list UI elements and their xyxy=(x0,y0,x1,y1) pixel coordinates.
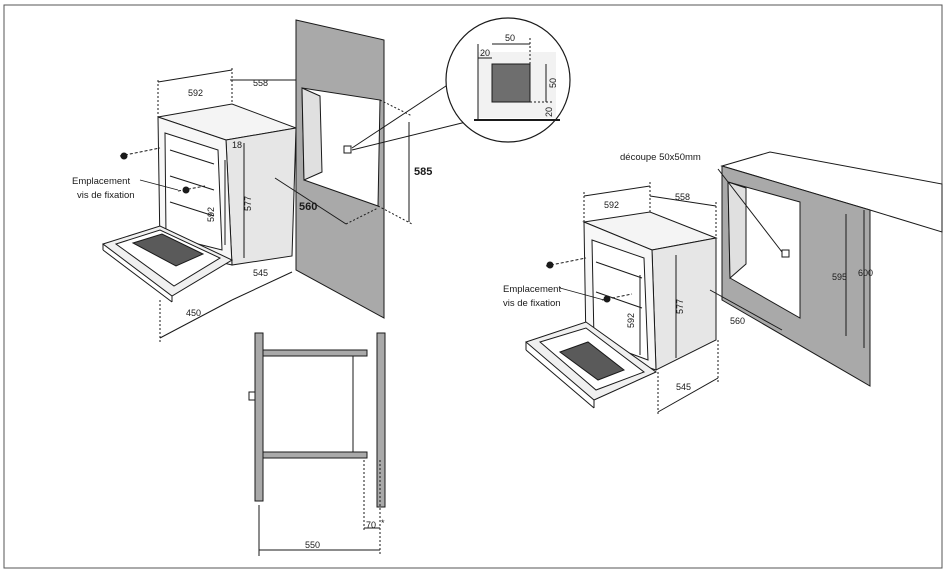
right-dim-depth-top: 558 xyxy=(675,192,690,202)
right-screw-top xyxy=(546,261,554,269)
detail-circle-group xyxy=(445,17,571,143)
left-dim-door-open: 450 xyxy=(186,308,201,318)
left-screw-label-1: Emplacement xyxy=(72,176,130,187)
niche-dim-width: 560 xyxy=(299,201,317,213)
niche-dim-height: 585 xyxy=(414,166,432,178)
detail-square xyxy=(491,63,531,103)
left-dim-door-height: 592 xyxy=(206,207,216,222)
left-dim-height: 577 xyxy=(243,196,253,211)
left-oven-window xyxy=(131,233,205,267)
detail-dim-offset-top: 20 xyxy=(480,48,490,58)
left-screw-bottom xyxy=(182,186,190,194)
detail-dim-square-height: 50 xyxy=(548,78,558,88)
left-dim-inner-gap: 18 xyxy=(232,140,242,150)
section-dim-gap-unit: * xyxy=(381,518,385,528)
left-screw-label-2: vis de fixation xyxy=(77,190,135,201)
right-screw-label-2: vis de fixation xyxy=(503,298,561,309)
right-oven-group xyxy=(525,151,943,416)
left-dim-width: 592 xyxy=(188,88,203,98)
wall-niche-group xyxy=(274,19,467,319)
right-cutout-label: découpe 50x50mm xyxy=(620,152,701,163)
left-oven-group xyxy=(101,68,298,342)
right-dim-width: 592 xyxy=(604,200,619,210)
right-dim-cutout-width: 560 xyxy=(730,316,745,326)
right-screw-bottom xyxy=(603,295,611,303)
right-screw-label-1: Emplacement xyxy=(503,284,561,295)
right-dim-outer-height: 600 xyxy=(858,268,873,278)
right-dim-inner-height: 595 xyxy=(832,272,847,282)
left-dim-body-depth: 545 xyxy=(253,268,268,278)
right-dim-door-height: 592 xyxy=(626,313,636,328)
section-view-group xyxy=(248,332,386,556)
left-dim-depth-top: 558 xyxy=(253,78,268,88)
section-dim-depth: 550 xyxy=(305,540,320,550)
left-screw-top xyxy=(120,152,128,160)
detail-dim-square-width: 50 xyxy=(505,33,515,43)
detail-dim-offset-bottom: 20 xyxy=(544,107,554,117)
right-oven-window xyxy=(558,341,626,381)
section-dim-gap: 70 xyxy=(366,520,376,530)
right-dim-body-depth: 545 xyxy=(676,382,691,392)
right-dim-height: 577 xyxy=(675,299,685,314)
